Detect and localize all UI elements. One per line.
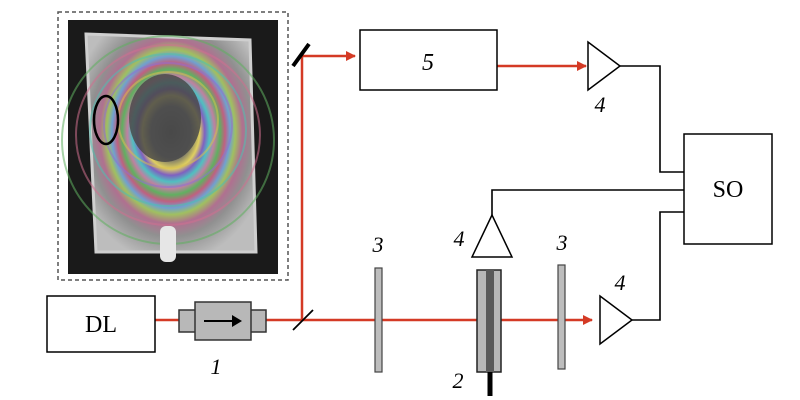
photo-highlight-ellipse [92, 94, 120, 146]
detector-middle [470, 213, 514, 258]
sample-number-label: 2 [453, 368, 464, 393]
oscilloscope-box: SO [683, 133, 773, 245]
top-mirror [291, 42, 311, 68]
wire-top-detector [620, 65, 684, 173]
wire-middle-detector [491, 189, 684, 215]
photo-dark-center [129, 74, 201, 162]
sample-holder [476, 269, 502, 396]
isolator-number-label: 1 [211, 354, 222, 379]
signal-wires [491, 65, 684, 321]
detector-top [587, 40, 622, 92]
photo-dashed-frame [57, 11, 289, 281]
interference-photo-inset [57, 11, 289, 281]
detector-bottom-number-label: 4 [615, 270, 626, 295]
component-5-label: 5 [422, 50, 434, 76]
detector-bottom [599, 294, 634, 346]
wire-bottom-detector [632, 211, 684, 321]
optical-isolator [178, 301, 267, 341]
photo-holder-stem [160, 226, 176, 262]
detector-middle-number-label: 4 [454, 226, 465, 251]
plate-left-number-label: 3 [372, 232, 384, 257]
detector-top-number-label: 4 [595, 92, 606, 117]
plate-right [557, 264, 566, 370]
plate-right-number-label: 3 [556, 230, 568, 255]
component-5-box: 5 [359, 29, 498, 91]
plate-left [374, 267, 383, 373]
diode-laser-box: DL [46, 295, 156, 353]
beam-splitter [292, 309, 314, 331]
oscilloscope-label: SO [713, 177, 744, 203]
diode-laser-label: DL [85, 312, 117, 338]
